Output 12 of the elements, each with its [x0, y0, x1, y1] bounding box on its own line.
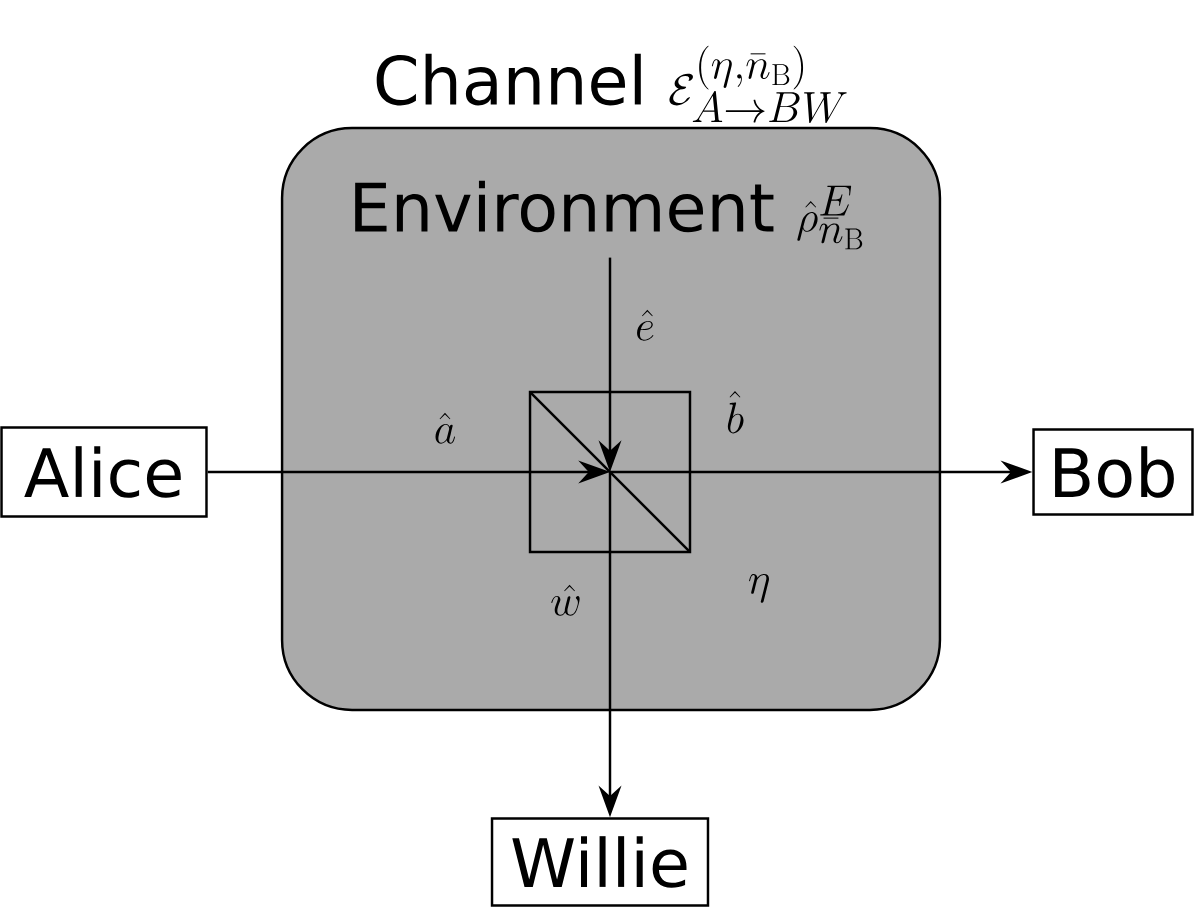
- beam-splitter-box: [528, 390, 692, 554]
- node-label: Channel: [376, 53, 641, 106]
- edge-label: $\hat{b}$: [727, 391, 744, 434]
- party-box: Willie: [490, 817, 710, 907]
- party-box: Alice: [0, 426, 208, 518]
- edge-label: $\hat{a}$: [435, 412, 455, 444]
- edge-label: $\hat{e}$: [637, 309, 654, 341]
- edge-label: $\hat{w}$: [551, 584, 580, 616]
- environment-label: Environment $\hat{\rho}^{E}_{\bar{n}_{\mathrm{B}}}$: [355, 180, 863, 250]
- party-box: Bob: [1032, 428, 1194, 516]
- node-label: $\mathcal{E}_{A\to BW}^{(\eta,\bar{n}_{\mathrm{B}})}$: [669, 45, 847, 123]
- beside-label: $\eta$: [749, 574, 769, 603]
